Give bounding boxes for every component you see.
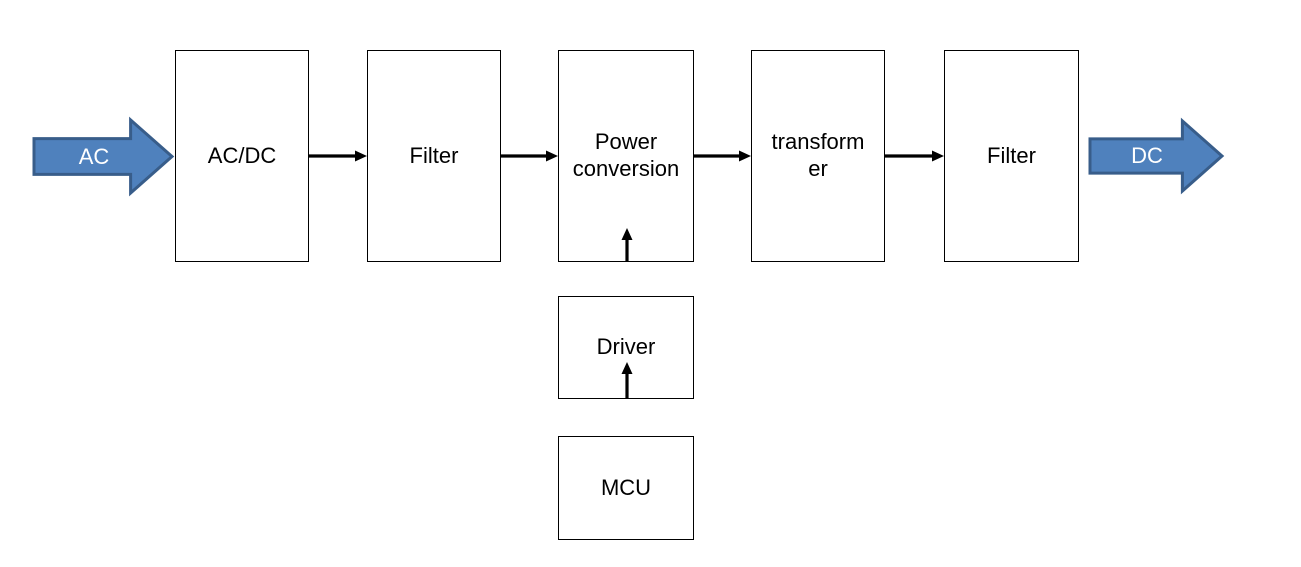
block-label-filter2: Filter: [987, 142, 1036, 168]
block-label-mcu: MCU: [600, 474, 652, 500]
block-label-acdc: AC/DC: [207, 142, 277, 168]
block-transformer[interactable]: transform er: [751, 50, 885, 262]
connector-driver-to-power: [615, 228, 639, 262]
connector-acdc-to-filter1: [309, 144, 367, 168]
connector-mcu-to-driver: [615, 362, 639, 399]
connector-power-to-transformer: [694, 144, 751, 168]
block-power-conversion[interactable]: Power conversion: [558, 50, 694, 262]
block-arrow-ac-input: AC: [32, 116, 175, 197]
block-label-power-conversion: Power conversion: [572, 129, 680, 181]
block-mcu[interactable]: MCU: [558, 436, 694, 540]
block-label-driver: Driver: [596, 334, 656, 360]
connector-filter1-to-power: [501, 144, 558, 168]
block-filter1[interactable]: Filter: [367, 50, 501, 262]
block-label-transformer: transform er: [771, 129, 865, 181]
block-arrow-dc-output: DC: [1088, 117, 1225, 195]
block-acdc[interactable]: AC/DC: [175, 50, 309, 262]
block-label-filter1: Filter: [409, 142, 459, 168]
connector-transformer-to-filter2: [885, 144, 944, 168]
block-filter2[interactable]: Filter: [944, 50, 1079, 262]
